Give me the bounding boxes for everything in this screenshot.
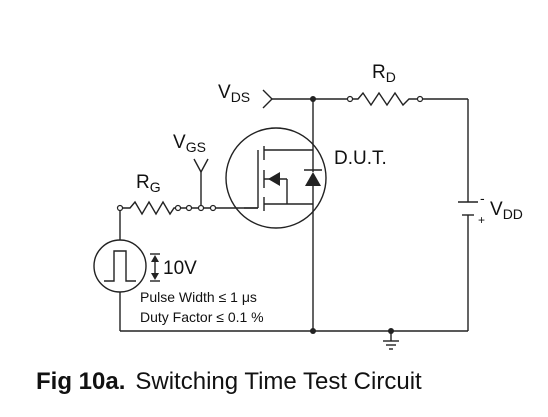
figure-title: Switching Time Test Circuit bbox=[135, 368, 422, 395]
body-arrow-icon bbox=[268, 172, 280, 186]
battery-vdd bbox=[458, 201, 478, 216]
resistor-rg bbox=[120, 200, 178, 216]
mosfet-dut bbox=[225, 127, 327, 229]
label-duty-factor: Duty Factor ≤ 0.1 % bbox=[140, 309, 264, 325]
figure-number: Fig 10a. bbox=[36, 368, 125, 395]
ground-icon bbox=[383, 340, 399, 350]
source-junction bbox=[310, 328, 316, 334]
pulse-waveform-icon bbox=[104, 250, 136, 282]
label-vgs: VGS bbox=[173, 132, 206, 155]
resistor-rd bbox=[350, 91, 420, 107]
label-vdd-minus: - bbox=[480, 190, 485, 206]
drain-junction bbox=[310, 96, 316, 102]
figure-caption: Fig 10a. Switching Time Test Circuit bbox=[36, 368, 422, 395]
vgs-probe-tip bbox=[193, 158, 209, 174]
ground-junction bbox=[388, 328, 394, 334]
label-rd: RD bbox=[372, 62, 396, 85]
pulse-amplitude-arrow bbox=[150, 253, 160, 282]
label-rg: RG bbox=[136, 172, 161, 195]
pulse-generator bbox=[93, 239, 147, 293]
label-vds: VDS bbox=[218, 82, 250, 105]
label-pulse-width: Pulse Width ≤ 1 μs bbox=[140, 289, 257, 305]
label-dut: D.U.T. bbox=[334, 148, 387, 169]
label-vdd-plus: + bbox=[478, 213, 485, 227]
body-diode-icon bbox=[305, 172, 321, 186]
vds-terminal-arrow bbox=[262, 89, 273, 109]
label-vdd: VDD bbox=[490, 199, 523, 222]
label-pulse-amplitude: 10V bbox=[163, 258, 197, 279]
